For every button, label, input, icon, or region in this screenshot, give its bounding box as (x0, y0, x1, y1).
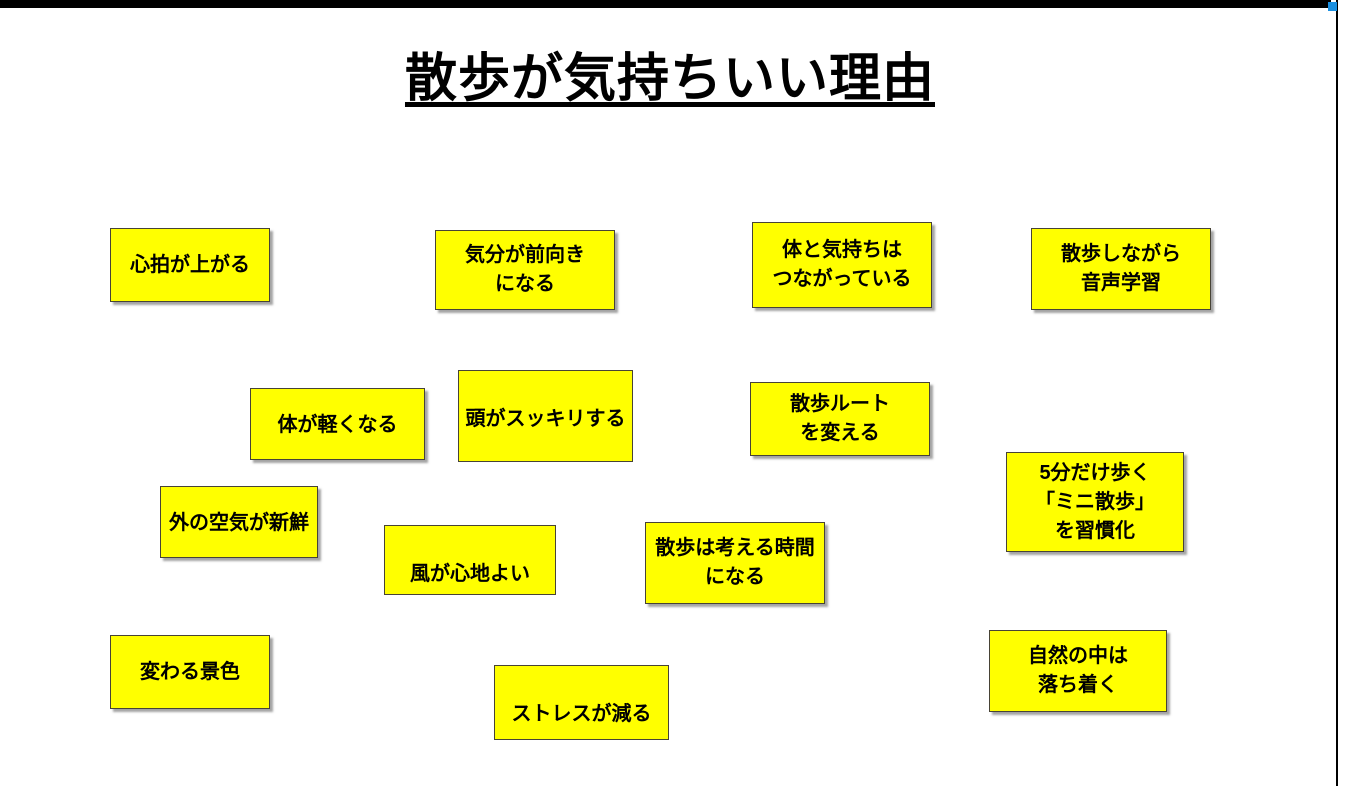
note-changing-scenery[interactable]: 変わる景色 (110, 635, 270, 709)
note-heart-rate[interactable]: 心拍が上がる (110, 228, 270, 302)
note-less-stress[interactable]: ストレスが減る (494, 665, 669, 740)
note-text: 自然の中は 落ち着く (1028, 645, 1128, 696)
note-fresh-air[interactable]: 外の空気が新鮮 (160, 486, 318, 558)
frame-corner-mark-icon (1328, 2, 1337, 11)
note-text: 外の空気が新鮮 (169, 512, 309, 534)
note-text: 変わる景色 (140, 660, 240, 683)
note-body-feels-light[interactable]: 体が軽くなる (250, 388, 425, 460)
note-text: 散歩ルート を変える (790, 393, 890, 444)
note-text: 散歩しながら 音声学習 (1061, 243, 1181, 294)
note-text: 散歩は考える時間 になる (655, 537, 815, 588)
note-clear-head[interactable]: 頭がスッキリする (458, 370, 633, 462)
note-calm-in-nature[interactable]: 自然の中は 落ち着く (989, 630, 1167, 712)
frame-right-rule (1336, 0, 1338, 786)
note-text: 頭がスッキリする (465, 408, 626, 430)
page-title: 散歩が気持ちいい理由 (404, 50, 935, 108)
note-text: 体と気持ちは つながっている (772, 239, 912, 290)
note-change-route[interactable]: 散歩ルート を変える (750, 382, 930, 456)
note-text: 5分だけ歩く 「ミニ散歩」 を習慣化 (1035, 461, 1155, 542)
frame-top-rule (0, 0, 1331, 8)
note-text: ストレスが減る (511, 703, 652, 725)
note-audio-learning[interactable]: 散歩しながら 音声学習 (1031, 228, 1211, 310)
note-text: 体が軽くなる (277, 414, 398, 436)
note-mini-walk-habit[interactable]: 5分だけ歩く 「ミニ散歩」 を習慣化 (1006, 452, 1184, 552)
note-text: 風が心地よい (410, 563, 530, 585)
note-body-and-mind[interactable]: 体と気持ちは つながっている (752, 222, 932, 308)
note-positive-mood[interactable]: 気分が前向き になる (435, 230, 615, 310)
note-text: 気分が前向き になる (465, 244, 585, 295)
note-pleasant-wind[interactable]: 風が心地よい (384, 525, 556, 595)
note-text: 心拍が上がる (130, 253, 250, 276)
note-thinking-time[interactable]: 散歩は考える時間 になる (645, 522, 825, 604)
